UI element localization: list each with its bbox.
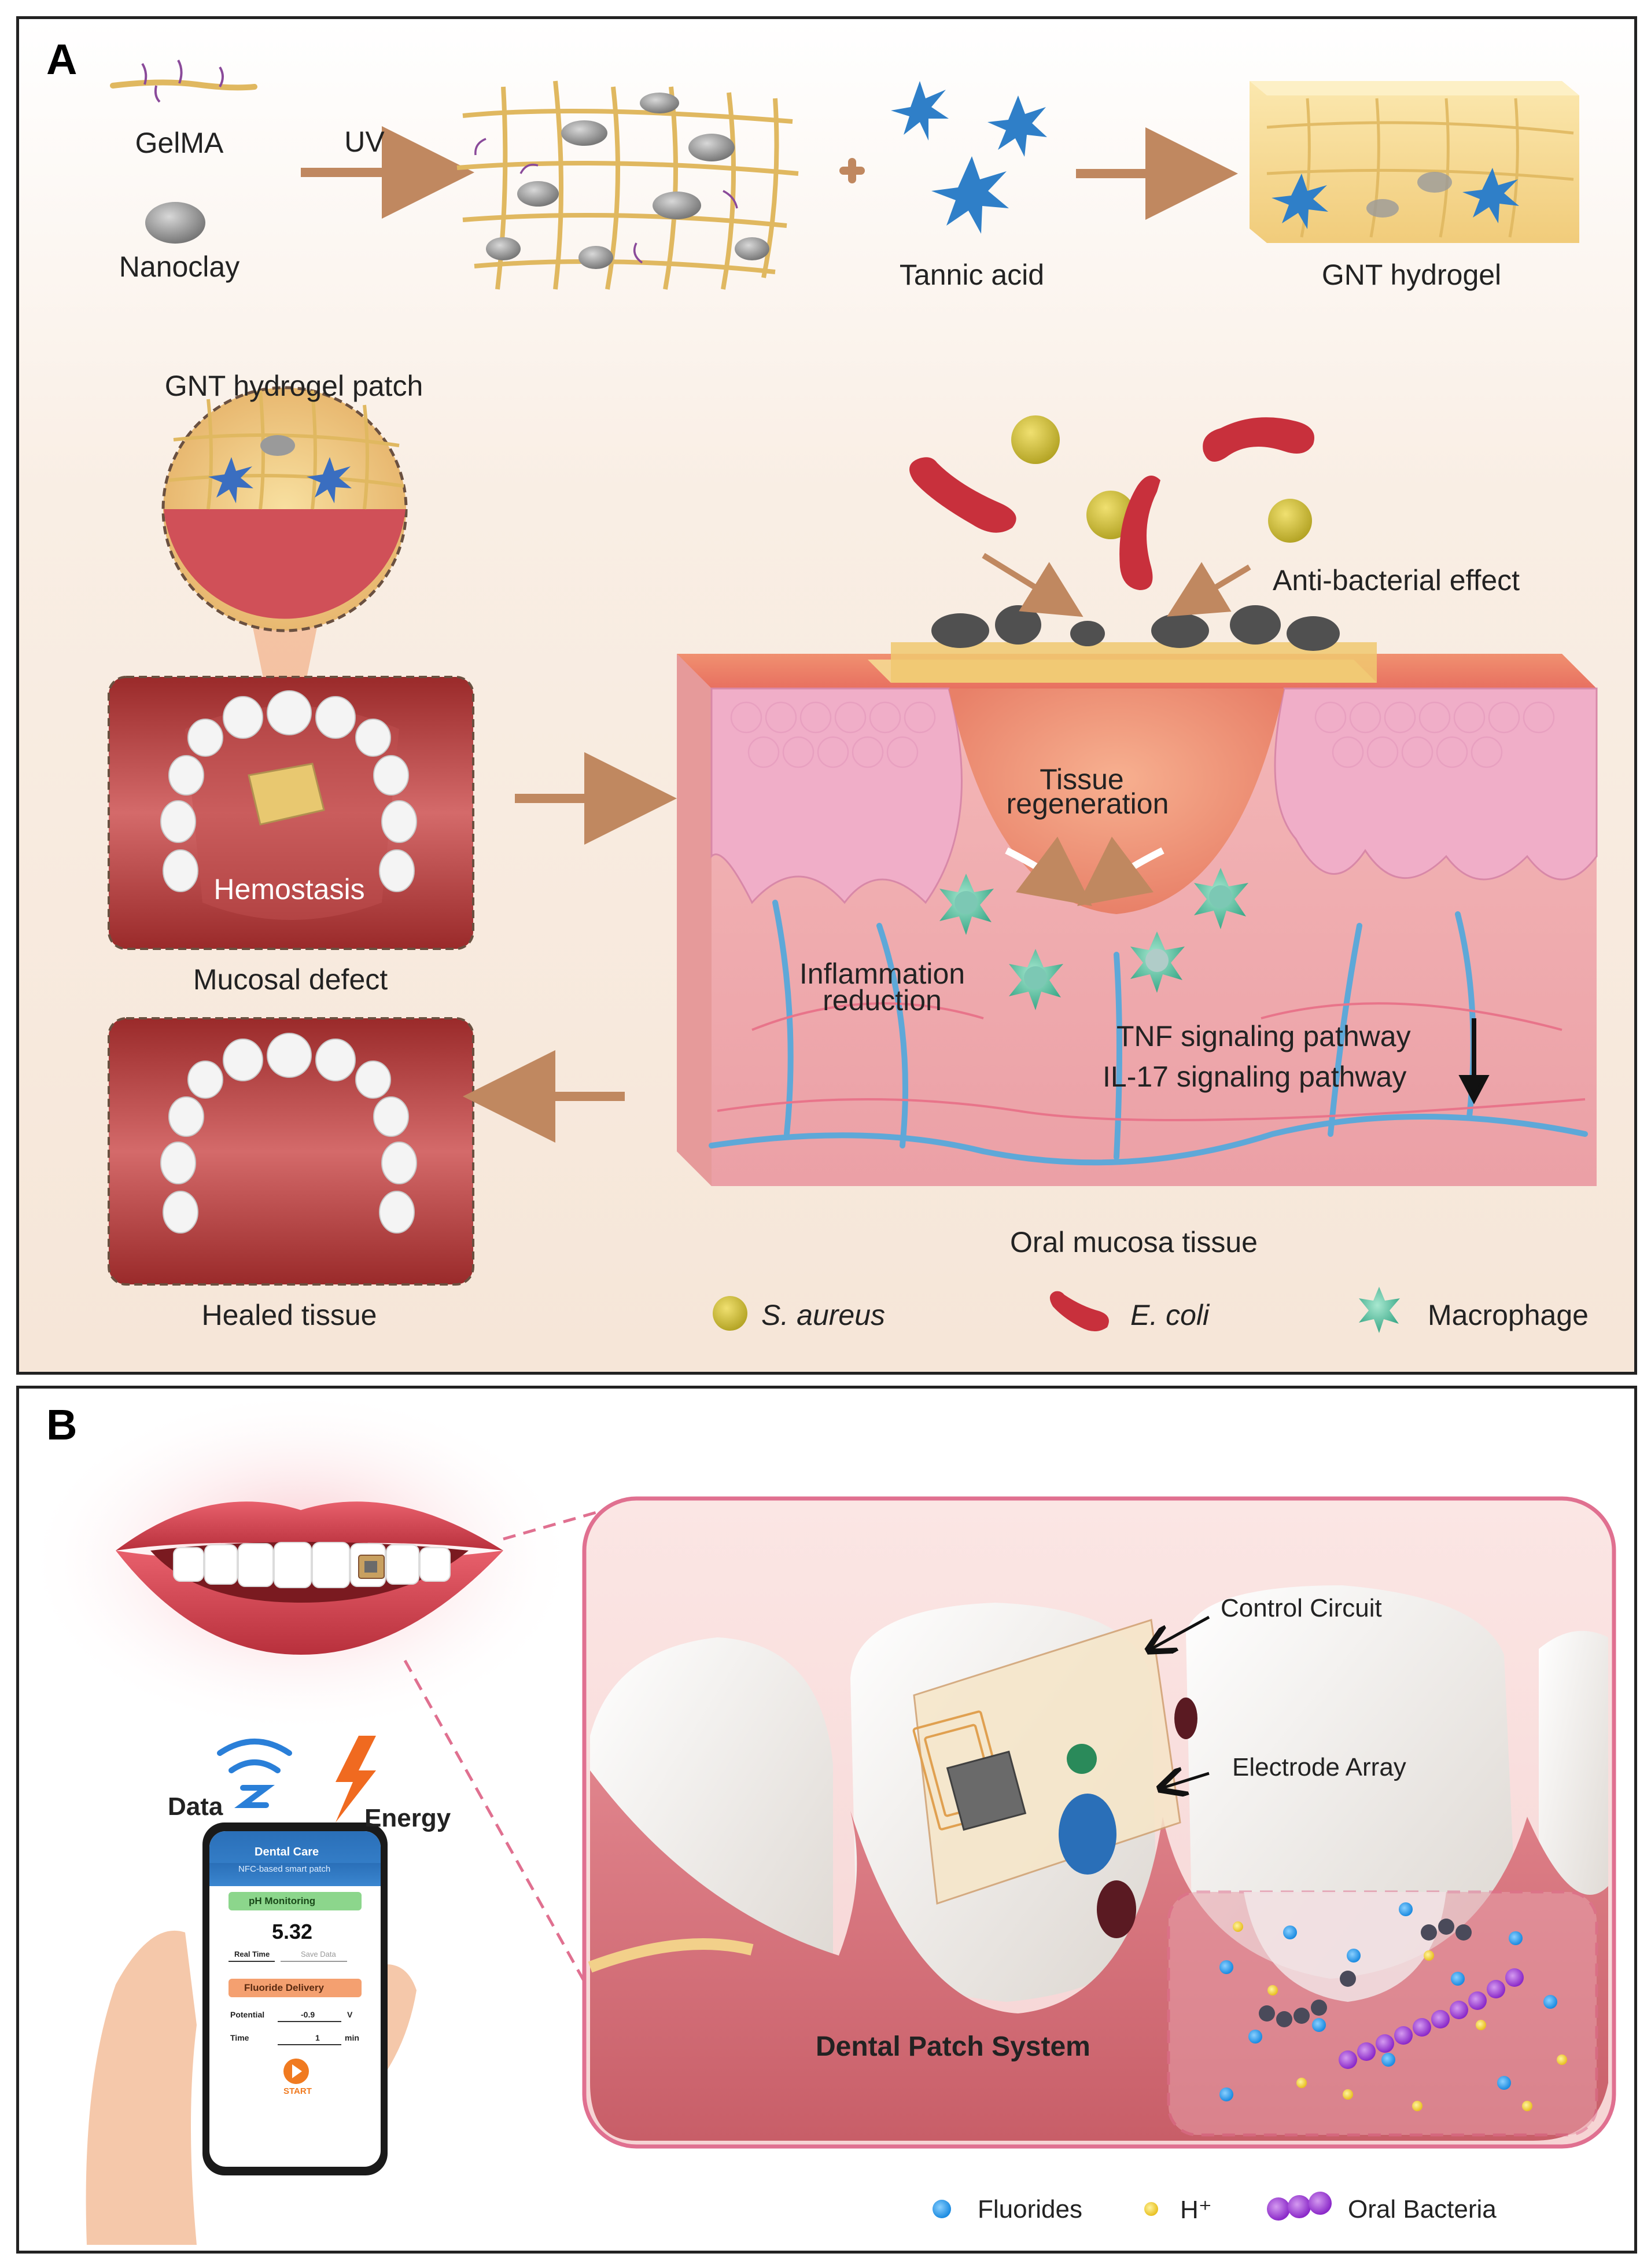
legend-macrophage-label: Macrophage: [1428, 1299, 1589, 1331]
ph-value: 5.32: [272, 1920, 313, 1943]
inset-oral-bacteria-chain: [1339, 1968, 1524, 2069]
inset-fluoride-particles: [1219, 1902, 1557, 2101]
real-time-button[interactable]: Real Time: [234, 1950, 270, 1958]
tannic-acid-icon: [891, 81, 1047, 234]
healed-tissue-label: Healed tissue: [201, 1299, 377, 1331]
tannic-acid-label: Tannic acid: [899, 259, 1045, 291]
time-label: Time: [230, 2033, 249, 2042]
downregulation-arrow: [1458, 1018, 1490, 1104]
bacteria-attack-illustration: [909, 415, 1314, 617]
legend-oral-bacteria-icon: [1267, 2192, 1332, 2221]
tissue-regeneration-line1: Tissue: [1040, 763, 1124, 796]
fluoride-delivery-button[interactable]: Fluoride Delivery: [244, 1982, 324, 1993]
hemostasis-label: Hemostasis: [213, 873, 365, 905]
legend-h-plus-icon: [1144, 2202, 1158, 2216]
wireless-data-icon: [217, 1739, 292, 1808]
regeneration-arrows: [1005, 837, 1164, 906]
crosslinked-network-icon: [456, 80, 799, 290]
inflammation-line2: reduction: [823, 984, 942, 1017]
legend-e-coli-label: E. coli: [1130, 1299, 1210, 1331]
dental-patch-system-label: Dental Patch System: [816, 2031, 1090, 2062]
tnf-pathway-label: TNF signaling pathway: [1116, 1020, 1411, 1052]
gelma-label: GelMA: [135, 127, 224, 159]
electrode-array-label: Electrode Array: [1232, 1753, 1406, 1781]
gnt-hydrogel-label: GNT hydrogel: [1321, 259, 1502, 291]
start-button[interactable]: START: [283, 2086, 312, 2096]
gnt-hydrogel-block: [1250, 81, 1579, 243]
mouth-hemostasis-illustration: [108, 676, 474, 950]
oral-mucosa-tissue-block: [677, 605, 1598, 1186]
legend-fluorides-icon: [933, 2200, 951, 2218]
uv-label: UV: [344, 126, 385, 158]
hand-illustration: [86, 1930, 197, 2245]
potential-unit: V: [347, 2010, 353, 2019]
legend-s-aureus-label: S. aureus: [761, 1299, 886, 1331]
inflammation-line1: Inflammation: [799, 958, 965, 990]
smiling-lips-illustration: [116, 1501, 503, 1655]
app-title: Dental Care: [255, 1846, 319, 1858]
energy-bolt-icon: [336, 1736, 376, 1823]
time-value[interactable]: 1: [315, 2033, 320, 2042]
nanoclay-icon: [145, 202, 205, 244]
energy-label: Energy: [364, 1804, 451, 1832]
tissue-regeneration-line2: regeneration: [1006, 787, 1169, 820]
il17-pathway-label: IL-17 signaling pathway: [1103, 1061, 1407, 1093]
mouth-healed-illustration: [108, 1017, 474, 1286]
potential-value[interactable]: -0.9: [301, 2010, 315, 2019]
save-data-button[interactable]: Save Data: [301, 1950, 336, 1958]
plus-icon: [839, 158, 865, 183]
control-circuit-label: Control Circuit: [1221, 1594, 1382, 1622]
control-circuit-pointer: [1151, 1615, 1210, 1649]
time-unit: min: [345, 2033, 359, 2042]
legend-s-aureus-icon: [713, 1296, 747, 1331]
oral-mucosa-label: Oral mucosa tissue: [1010, 1226, 1258, 1258]
panel-b-letter: B: [46, 1401, 78, 1449]
nanoclay-label: Nanoclay: [119, 251, 240, 283]
gnt-patch-magnifier: [161, 386, 408, 720]
legend-h-plus-label: H⁺: [1180, 2196, 1212, 2224]
gelma-fiber-icon: [110, 60, 257, 103]
dental-patch-zoom-frame: [582, 1496, 1616, 2149]
smartphone: [202, 1823, 388, 2175]
app-subtitle: NFC-based smart patch: [238, 1864, 331, 1874]
network-nanoclay-particles: [486, 93, 769, 269]
inset-h-plus-ions: [1233, 1921, 1567, 2111]
electrode-array-pointer: [1163, 1773, 1210, 1788]
macrophage-cells: [939, 868, 1248, 1010]
network-methacrylate-groups: [474, 138, 738, 264]
anti-bacterial-label: Anti-bacterial effect: [1273, 564, 1520, 597]
legend-macrophage-icon: [1359, 1287, 1400, 1333]
legend-oral-bacteria-label: Oral Bacteria: [1348, 2195, 1497, 2223]
inset-dark-bacteria: [1259, 1919, 1472, 2027]
ph-monitoring-button[interactable]: pH Monitoring: [249, 1895, 316, 1906]
legend-fluorides-label: Fluorides: [978, 2195, 1082, 2223]
mucosal-defect-label: Mucosal defect: [193, 963, 388, 996]
legend-e-coli-icon: [1049, 1291, 1109, 1331]
potential-label: Potential: [230, 2010, 265, 2019]
gnt-patch-title: GNT hydrogel patch: [164, 370, 423, 402]
panel-a-letter: A: [46, 35, 78, 83]
data-label: Data: [168, 1792, 223, 1821]
